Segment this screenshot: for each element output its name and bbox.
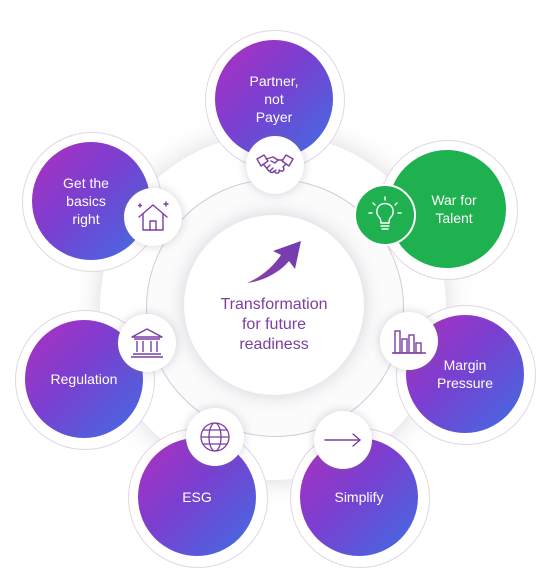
- node-label: Simplify: [334, 489, 384, 505]
- globe-icon: [186, 408, 244, 466]
- node-label: ESG: [182, 489, 212, 505]
- node-label: Regulation: [50, 371, 118, 387]
- node-label: Margin Pressure: [436, 357, 494, 391]
- house-icon: [124, 188, 182, 246]
- node-label: Partner, not Payer: [249, 73, 299, 125]
- node-get-the-basics-right: Get the basics right: [22, 132, 162, 272]
- growth-arrow-icon: [247, 241, 301, 283]
- handshake-icon: [246, 136, 304, 194]
- center-title: Transformation for future readiness: [220, 296, 328, 353]
- node-label: War for Talent: [431, 192, 477, 226]
- bar-chart-icon: [380, 312, 438, 370]
- lightbulb-icon: [354, 184, 416, 246]
- arrow-right-icon: [314, 411, 372, 469]
- center-circle: Transformation for future readiness: [184, 215, 364, 395]
- node-label: Get the basics right: [63, 175, 109, 227]
- bank-icon: [118, 314, 176, 372]
